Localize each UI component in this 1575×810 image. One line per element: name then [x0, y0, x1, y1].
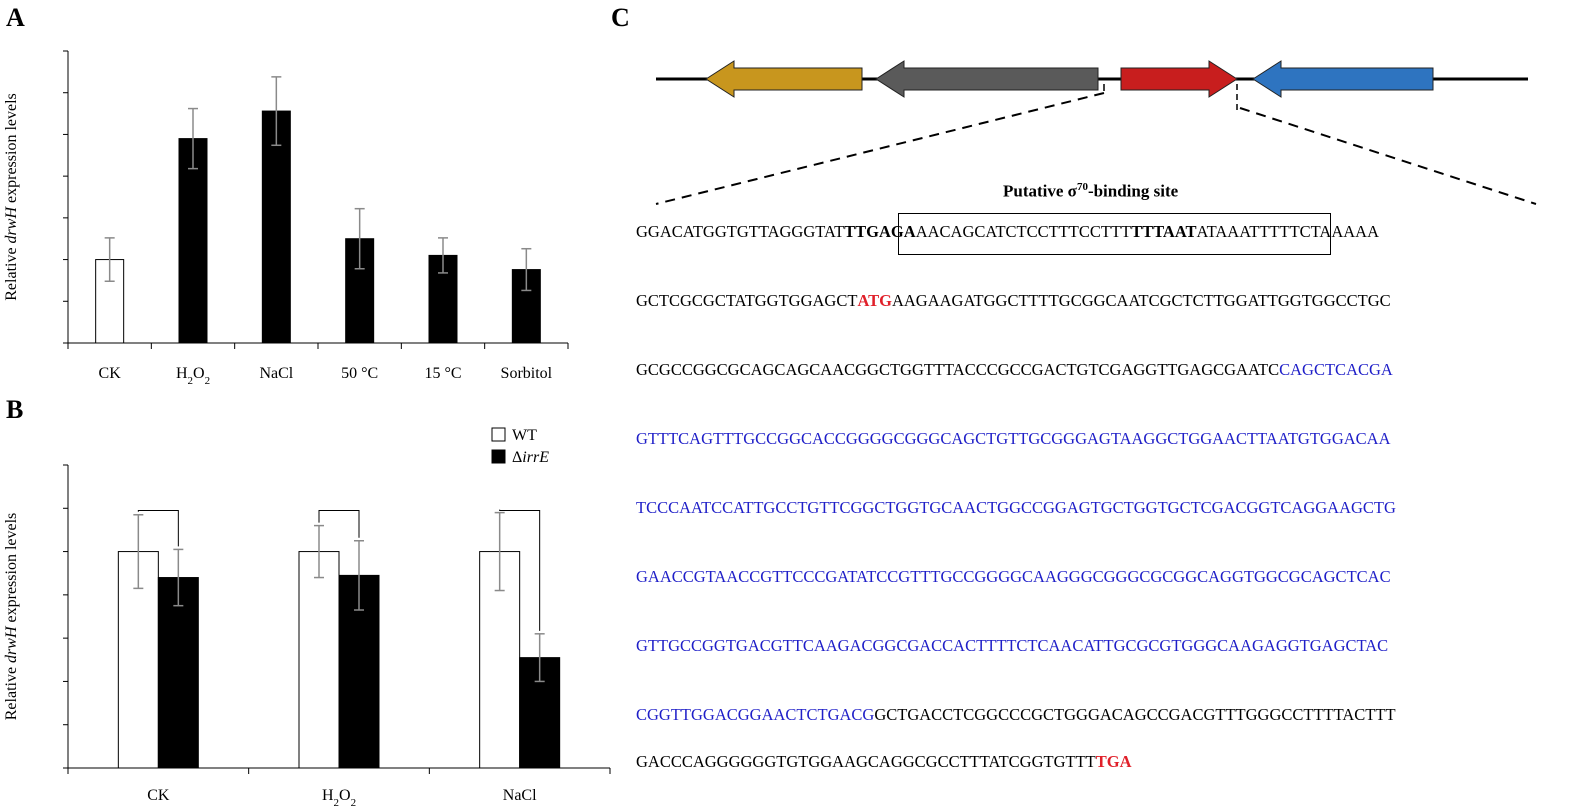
sequence-segment: AACAGCATCTCCTTTCCTTT: [915, 222, 1132, 241]
zoom-line-right: [1239, 107, 1537, 205]
sequence-line4: GTTTCAGTTTGCCGGCACCGGGGCGGGCAGCTGTTGCGGG…: [636, 429, 1391, 449]
sequence-line2: GCTCGCGCTATGGTGGAGCTATGAAGAAGATGGCTTTTGC…: [636, 291, 1391, 311]
sequence-segment: GTTGCCGGTGACGTTCAAGACGGCGACCACTTTTCTCAAC…: [636, 636, 1389, 655]
significance-bracket-b: [499, 509, 541, 631]
gene-arrow-dr1370: [705, 60, 863, 98]
sequence-segment: GCTGACCTCGGCCCGCTGGGACAGCCGACGTTTGGGCCTT…: [874, 705, 1396, 724]
legend-swatch-b: [491, 449, 506, 464]
bar-a: [261, 110, 291, 344]
sequence-segment: TTGAGA: [844, 222, 916, 241]
sequence-line3: GCGCCGGCGCAGCAGCAACGGCTGGTTTACCCGCCGACTG…: [636, 360, 1393, 380]
y-axis-label-a: Relative drwH expression levels: [3, 93, 20, 301]
zoom-line-left: [655, 92, 1105, 205]
panel-label-b: B: [6, 395, 23, 424]
sequence-segment: GGACATGGTGTTAGGGTAT: [636, 222, 845, 241]
sigma-binding-box: [898, 213, 1331, 255]
legend-label-b: WT: [512, 427, 537, 444]
sequence-line8: CGGTTGGACGGAACTCTGACGGCTGACCTCGGCCCGCTGG…: [636, 705, 1396, 725]
sequence-segment: GACCCAGGGGGGTGTGGAAGCAGGCGCCTTTATCGGTGTT…: [636, 752, 1096, 771]
sequence-line9: GACCCAGGGGGGTGTGGAAGCAGGCGCCTTTATCGGTGTT…: [636, 752, 1132, 772]
sequence-segment: ATAAATTTTTCTAAAAA: [1196, 222, 1380, 241]
sequence-segment: TCCCAATCCATTGCCTGTTCGGCTGGTGCAACTGGCCGGA…: [636, 498, 1396, 517]
gene-map: [655, 60, 1537, 205]
category-label-a: H2O2: [176, 365, 210, 387]
panel-label-a: A: [6, 3, 25, 32]
sequence-segment: TGA: [1095, 752, 1132, 771]
sequence-line6: GAACCGTAACCGTTCCCGATATCCGTTTGCCGGGGCAAGG…: [636, 567, 1391, 587]
category-label-b: CK: [147, 787, 170, 804]
sequence-segment: GTTTCAGTTTGCCGGCACCGGGGCGGGCAGCTGTTGCGGG…: [636, 429, 1391, 448]
gene-arrow-dr1373: [1252, 60, 1434, 98]
panel-label-c: C: [611, 3, 630, 32]
category-label-a: CK: [99, 365, 122, 382]
sigma-binding-title: Putative σ70-binding site: [1003, 181, 1179, 201]
category-label-b: NaCl: [503, 787, 537, 804]
sequence-segment: CAGCTCACGA: [1279, 360, 1393, 379]
sequence-line7: GTTGCCGGTGACGTTCAAGACGGCGACCACTTTTCTCAAC…: [636, 636, 1388, 656]
bar-b-wt: [298, 551, 340, 769]
category-label-b: H2O2: [322, 787, 356, 809]
gene-arrow-drwH: [1120, 60, 1238, 98]
category-label-a: 50 °C: [341, 365, 378, 382]
y-axis-label-b: Relative drwH expression levels: [3, 513, 20, 721]
category-label-a: 15 °C: [424, 365, 461, 382]
legend-swatch-b: [491, 427, 506, 442]
bar-a: [178, 138, 208, 344]
sequence-segment: GCTCGCGCTATGGTGGAGCT: [636, 291, 858, 310]
gene-arrow-dr1371: [875, 60, 1099, 98]
sequence-line1: GGACATGGTGTTAGGGTATTTGAGAAACAGCATCTCCTTT…: [636, 222, 1379, 242]
sequence-segment: CGGTTGGACGGAACTCTGACG: [636, 705, 875, 724]
sequence-segment: ATG: [857, 291, 892, 310]
sequence-segment: AAGAAGATGGCTTTTGCGGCAATCGCTCTTGGATTGGTGG…: [891, 291, 1391, 310]
category-label-a: Sorbitol: [501, 365, 553, 382]
significance-bracket-b: [318, 509, 360, 538]
sequence-segment: TTTAAT: [1131, 222, 1197, 241]
significance-bracket-b: [137, 509, 179, 547]
sequence-segment: GAACCGTAACCGTTCCCGATATCCGTTTGCCGGGGCAAGG…: [636, 567, 1391, 586]
sequence-line5: TCCCAATCCATTGCCTGTTCGGCTGGTGCAACTGGCCGGA…: [636, 498, 1396, 518]
category-label-a: NaCl: [259, 365, 293, 382]
sequence-segment: GCGCCGGCGCAGCAGCAACGGCTGGTTTACCCGCCGACTG…: [636, 360, 1280, 379]
bar-b-irre: [157, 577, 199, 769]
legend-label-b: ΔirrE: [512, 449, 549, 466]
